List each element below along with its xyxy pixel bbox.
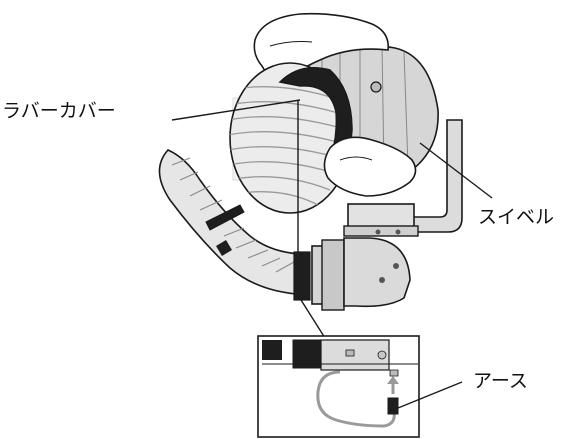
- rubber-cover-lower: [293, 251, 311, 301]
- callout-line-swivel: [419, 142, 493, 199]
- swivel-label: スイベル: [478, 206, 555, 228]
- ground-connector: [387, 397, 399, 415]
- ground-wire: [316, 370, 396, 428]
- inset-detail: [257, 335, 420, 438]
- callout-line-earth: [397, 381, 463, 409]
- bolt-icon: [370, 81, 382, 93]
- rubber-cover-label: ラバーカバー: [2, 100, 116, 122]
- callout-line-rubber: [171, 99, 301, 121]
- arrow-up-icon: [387, 376, 399, 384]
- flexible-hose: [158, 149, 301, 295]
- elbow-joint: [311, 203, 419, 311]
- earth-label: アース: [473, 370, 528, 392]
- hand-icon: [323, 136, 417, 197]
- callout-line-inset: [300, 299, 326, 339]
